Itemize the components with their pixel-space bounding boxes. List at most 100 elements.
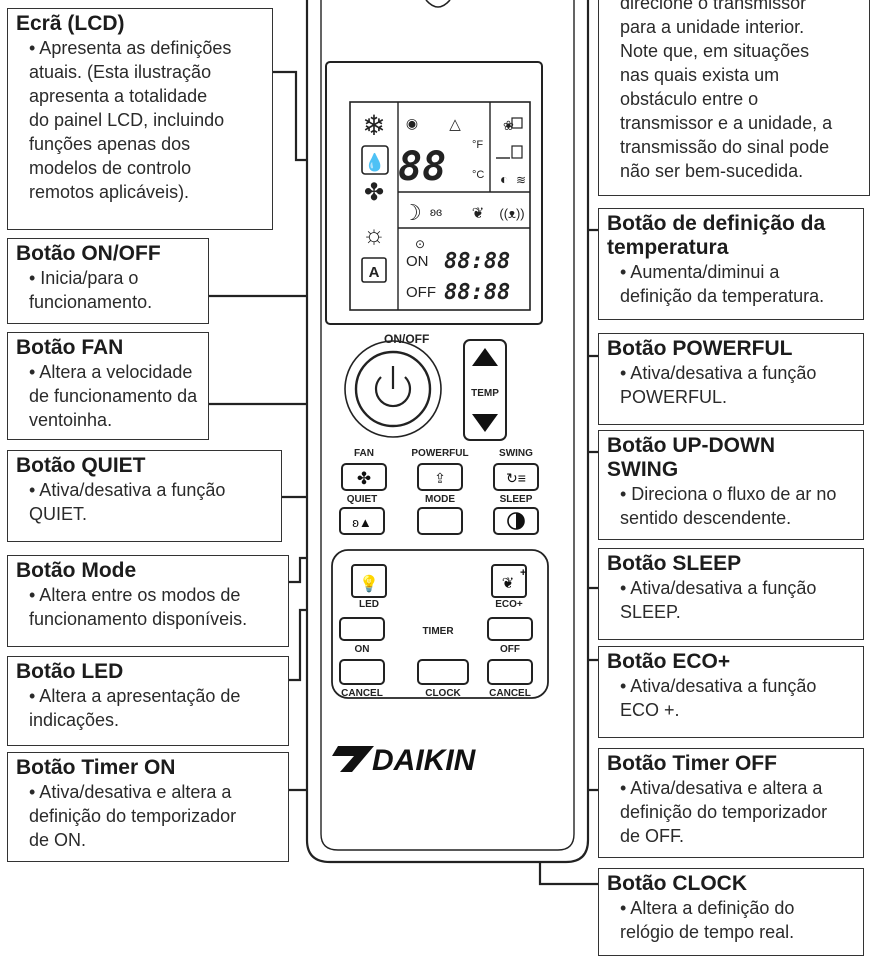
bulb-icon: 💡	[359, 574, 379, 593]
sleep-label: SLEEP	[500, 494, 533, 505]
led-button	[351, 564, 387, 598]
callout-on-off: Botão ON/OFF • Inicia/para o funcionamen…	[7, 238, 209, 324]
callout-line: • Ativa/desativa a função	[620, 578, 817, 598]
droplet-icon: 💧	[364, 152, 385, 172]
eco-label: ECO+	[495, 599, 523, 610]
callout-line: POWERFUL.	[620, 387, 728, 407]
presence-sensor-icon: ((ᴥ))	[499, 206, 524, 221]
callout-title: Botão CLOCK	[607, 872, 747, 895]
callout-title: Botão POWERFUL	[607, 337, 793, 360]
callout-title: Botão Mode	[16, 559, 137, 582]
cancel-left-button	[339, 659, 385, 685]
fan-button	[341, 463, 387, 491]
daikin-logo: DAIKIN	[372, 744, 477, 777]
warning-triangle-icon: △	[449, 116, 461, 133]
callout-line: • Altera a apresentação de	[29, 686, 241, 706]
powerful-indicator-icon: ◉	[406, 115, 418, 131]
callout-line: Note que, em situações	[620, 41, 810, 61]
callout-title: SWING	[607, 458, 679, 481]
callout-line: • Aumenta/diminui a	[620, 262, 780, 282]
callout-clock: Botão CLOCK • Altera a definição do reló…	[598, 868, 864, 956]
eco-leaf-icon: ❦	[472, 205, 485, 222]
timer-on-label: ON	[355, 644, 370, 655]
quiet-label: QUIET	[347, 494, 378, 505]
callout-line: sentido descendente.	[620, 508, 792, 528]
lower-button-panel	[331, 549, 549, 699]
callout-line: remotos aplicáveis).	[29, 182, 190, 202]
callout-line: definição da temperatura.	[620, 286, 825, 306]
swing-indicator-icon: ◐	[500, 171, 508, 187]
callout-line: • Ativa/desativa a função	[620, 363, 817, 383]
callout-powerful: Botão POWERFUL • Ativa/desativa a função…	[598, 333, 864, 425]
quiet-button	[339, 507, 385, 535]
quiet-indicator-icon: ʚɞ	[430, 205, 442, 219]
auto-mode-icon	[361, 257, 387, 283]
fan-icon: ✤	[357, 469, 371, 488]
callout-title: Botão Timer OFF	[607, 752, 777, 775]
swing-button	[493, 463, 539, 491]
callout-line: de ON.	[29, 830, 87, 850]
fahrenheit-unit: °F	[472, 139, 483, 151]
svg-text:A: A	[369, 264, 380, 281]
callout-line: • Inicia/para o	[29, 268, 139, 288]
callout-line: para a unidade interior.	[620, 17, 805, 37]
mode-button	[417, 507, 463, 535]
on-off-button-ring	[344, 340, 442, 438]
snowflake-icon: ❄	[362, 110, 385, 141]
callout-line: definição do temporizador	[620, 802, 828, 822]
remote-body-inner	[320, 0, 575, 851]
svg-text:+: +	[520, 567, 526, 579]
celsius-unit: °C	[472, 169, 484, 181]
cancel-right-button	[487, 659, 533, 685]
callout-line: obstáculo entre o	[620, 89, 759, 109]
callout-timer-off: Botão Timer OFF • Ativa/desativa e alter…	[598, 748, 864, 858]
daikin-logo-mark	[332, 746, 374, 772]
powerful-label: POWERFUL	[411, 448, 468, 459]
lcd-on-label: ON	[406, 253, 429, 270]
callout-line: definição do temporizador	[29, 806, 237, 826]
powerful-button	[417, 463, 463, 491]
callout-title: Botão ON/OFF	[16, 242, 161, 265]
timer-off-label: OFF	[500, 644, 520, 655]
clock-button	[417, 659, 469, 685]
callout-line: funcionamento disponíveis.	[29, 609, 248, 629]
airflow-icon: ≋	[516, 173, 526, 187]
callout-title: Botão LED	[16, 660, 124, 683]
callout-line: • Altera entre os modos de	[29, 585, 241, 605]
eco-button	[491, 564, 527, 598]
callout-line: ECO +.	[620, 700, 680, 720]
callout-line: do painel LCD, incluindo	[29, 110, 225, 130]
callout-line: não ser bem-sucedida.	[620, 161, 804, 181]
callout-eco: Botão ECO+ • Ativa/desativa a função ECO…	[598, 646, 864, 738]
moon-icon: ☽	[402, 200, 422, 225]
callout-line: nas quais exista um	[620, 65, 780, 85]
timer-label: TIMER	[422, 626, 454, 637]
temp-up-icon	[472, 348, 498, 366]
callout-line: de funcionamento da	[29, 386, 198, 406]
lcd-timer-on-digits: 88:88	[444, 249, 510, 274]
callout-line: funcionamento.	[29, 292, 153, 312]
callout-sleep: Botão SLEEP • Ativa/desativa a função SL…	[598, 548, 864, 640]
callout-line: • Ativa/desativa e altera a	[620, 778, 823, 798]
callout-title: temperatura	[607, 236, 729, 259]
callout-line: • Altera a definição do	[620, 898, 795, 918]
clock-icon: ⊙	[415, 237, 425, 251]
callout-mode: Botão Mode • Altera entre os modos de fu…	[7, 555, 289, 647]
callout-title: Botão Timer ON	[16, 756, 176, 779]
lcd-panel: ❄ 💧 ✤ ☼ A ◉ △ 88 °F °C ❀ ◐ ≋ ☽ ʚɞ ❦ ((ᴥ)…	[325, 61, 543, 325]
callout-line: • Ativa/desativa a função	[29, 480, 226, 500]
callout-line: SLEEP.	[620, 602, 681, 622]
callout-title: Botão FAN	[16, 336, 124, 359]
timer-off-button	[487, 617, 533, 641]
callout-line: • Ativa/desativa a função	[620, 676, 817, 696]
callout-line: QUIET.	[29, 504, 88, 524]
callout-line: ventoinha.	[29, 410, 113, 430]
swing-label: SWING	[499, 448, 533, 459]
callout-title: Ecrã (LCD)	[16, 12, 125, 35]
callout-title: Botão SLEEP	[607, 552, 742, 575]
callout-swing: Botão UP-DOWN SWING • Direciona o fluxo …	[598, 430, 864, 540]
callout-line: • Apresenta as definições	[29, 38, 232, 58]
callout-line: • Ativa/desativa e altera a	[29, 782, 232, 802]
on-off-label: ON/OFF	[384, 332, 429, 346]
